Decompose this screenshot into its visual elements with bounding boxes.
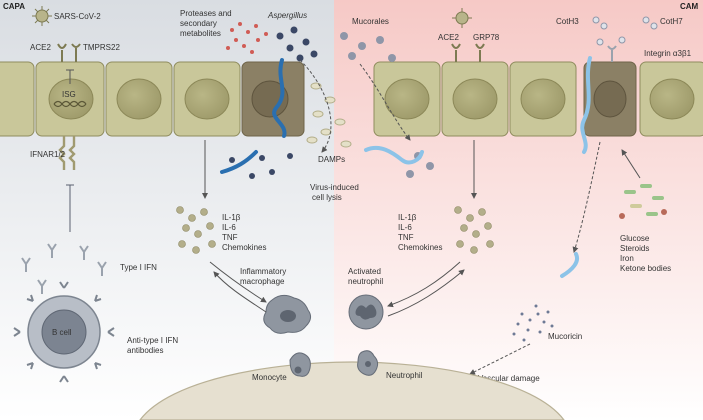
isg-label: ISG [62,90,76,99]
mucorales-hyphae-icon [560,252,579,278]
cytokine-label: IL-6 [398,223,412,232]
mucoricin-particles [512,304,554,342]
mucoricin-label: Mucoricin [548,332,582,341]
damp-flow-arrow [299,59,332,153]
b-cell [13,281,115,383]
macrophage-label: macrophage [240,277,285,286]
ifnar-receptor-icon [58,136,66,170]
risk-factor-label: Steroids [620,244,649,253]
cell-nucleus [116,78,162,120]
neutrophil-icon [357,350,379,376]
monocyte-icon [289,352,311,377]
anti-ifn-label: Anti-type I IFN [127,336,178,345]
ace2-label: ACE2 [30,43,51,52]
ace2-receptor-icon [57,43,67,62]
anti-ifn-label: antibodies [127,346,163,355]
mucoricin-release-arrow [572,141,601,253]
ace2-label: ACE2 [438,33,459,42]
cam-panel-title: CAM [680,2,699,11]
b-cell-label: B cell [52,328,72,337]
cell-nucleus [184,78,230,120]
tmprss2-receptor-icon [71,43,81,62]
cell-nucleus [48,78,94,120]
infected-cell-nucleus [593,80,627,118]
coth-particles [592,16,658,46]
cytokine-label: TNF [398,233,414,242]
infected-cell-nucleus [251,80,289,118]
sars-cov-2-virus-icon [32,6,52,26]
cytokine-label: Chemokines [222,243,266,252]
neutrophil-arrow [387,261,461,308]
risk-factor-arrow [621,149,641,179]
cell-nucleus [649,78,695,120]
grp78-label: GRP78 [473,33,500,42]
proteases-label: Proteases and [180,9,232,18]
cytokine-label: Chemokines [398,243,442,252]
vascular-damage-arrow [469,343,531,375]
macrophage-arrow [213,271,267,313]
risk-factor-label: Glucose [620,234,650,243]
risk-factor-icons [619,184,667,219]
type1-ifn-label: Type I IFN [120,263,157,272]
blood-vessel [139,361,565,420]
proteases-label: secondary [180,19,217,28]
coth3-label: CotH3 [556,17,579,26]
neutrophil-label: neutrophil [348,277,383,286]
cell-nucleus [384,78,430,120]
capa-panel-title: CAPA [3,2,25,11]
virus-lysis-label: Virus-induced [310,183,359,192]
coth7-label: CotH7 [660,17,683,26]
macrophage-arrow [209,261,267,303]
integrin-label: Integrin α3β1 [644,49,692,58]
aspergillus-hyphae-icon [220,150,258,174]
integrin-receptor-icon [607,45,617,62]
cytokine-cluster-right [454,206,494,254]
mucorales-spores [340,32,434,178]
mucorales-hyphae-icon [580,56,592,154]
epithelial-layer [0,61,703,137]
aspergillus-conidia [229,153,293,179]
macrophage-nucleus [280,310,296,322]
neutrophil-nucleus [355,304,377,320]
mucorales-hyphae-icon [364,145,424,165]
epithelial-cell [0,61,35,137]
sars-cov-2-label: SARS-CoV-2 [54,12,101,21]
damps-label: DAMPs [318,155,345,164]
sars-cov-2-virus-icon [452,8,472,28]
cell-nucleus [520,78,566,120]
neutrophil-vessel-label: Neutrophil [386,371,423,380]
cytokine-cluster-left [176,206,216,254]
risk-factor-label: Iron [620,254,634,263]
monocyte-label: Monocyte [252,373,287,382]
protease-particles [226,22,268,54]
ifnar-receptor-icon [68,136,76,170]
antibody-icon-group [21,243,107,294]
aspergillus-conidia [276,26,318,62]
ace2-receptor-icon [451,43,461,62]
neutrophil-label: Activated [348,267,381,276]
tmprss2-label: TMPRS22 [83,43,120,52]
grp78-receptor-icon [475,43,485,62]
vascular-damage-label: Vascular damage [478,374,540,383]
virus-lysis-label: cell lysis [312,193,342,202]
cell-nucleus [452,78,498,120]
damp-fragments [306,82,352,148]
cytokine-label: TNF [222,233,238,242]
risk-factor-label: Ketone bodies [620,264,671,273]
aspergillus-hyphae-icon [272,58,287,138]
aspergillus-label: Aspergillus [267,11,307,20]
macrophage-label: Inflammatory [240,267,286,276]
cytokine-label: IL-1β [398,213,417,222]
proteases-label: metabolites [180,29,221,38]
neutrophil-arrow [387,269,465,317]
cytokine-label: IL-6 [222,223,236,232]
dna-icon [53,100,87,108]
mucorales-label: Mucorales [352,17,389,26]
cytokine-label: IL-1β [222,213,241,222]
ifnar-label: IFNAR1/2 [30,150,66,159]
